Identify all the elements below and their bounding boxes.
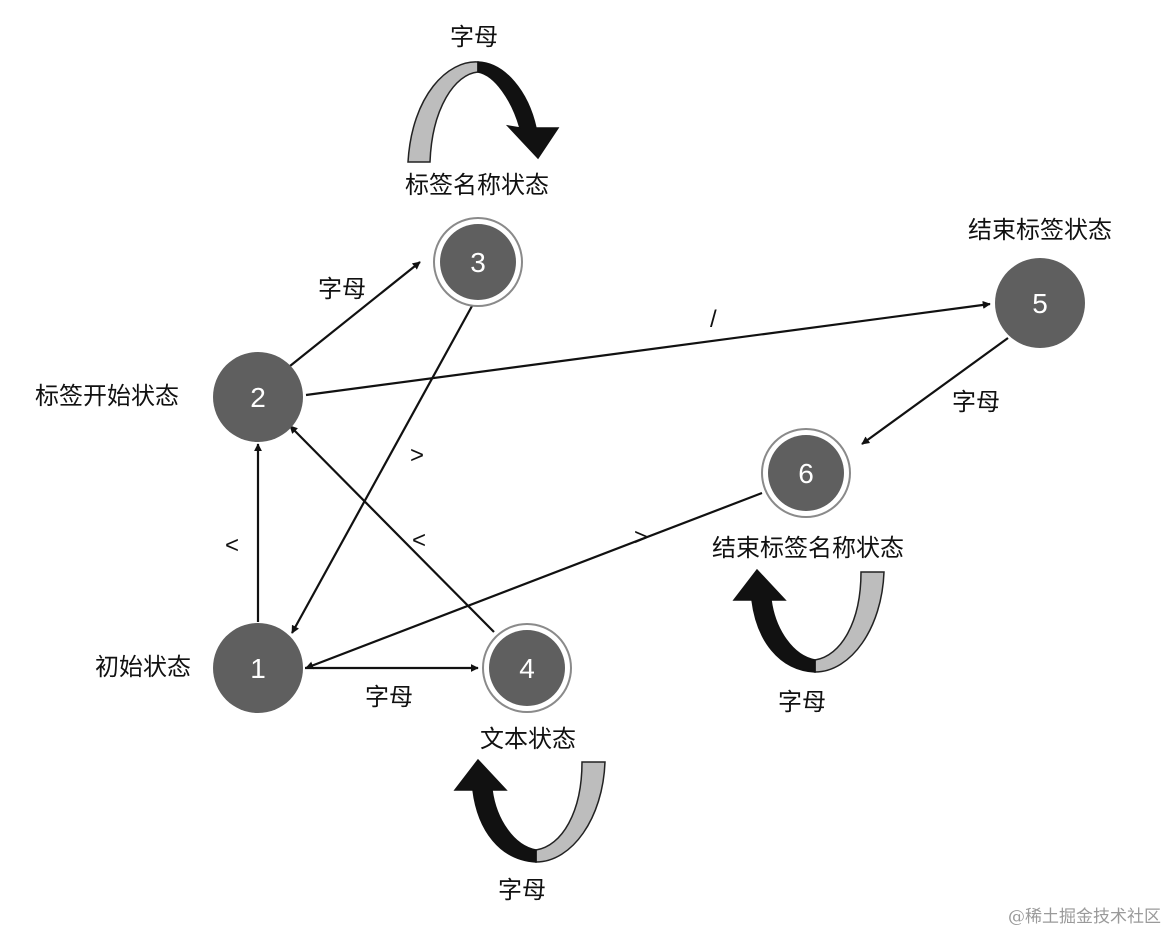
self-loop-6-label: 字母 xyxy=(778,688,826,716)
state-number-1: 1 xyxy=(250,653,266,684)
edge-label-2-3: 字母 xyxy=(318,275,366,303)
state-label-1: 初始状态 xyxy=(95,653,191,681)
edge-label-2-5: / xyxy=(710,306,717,333)
edge-label-1-4: 字母 xyxy=(365,683,413,711)
self-loop-4-label: 字母 xyxy=(498,876,546,904)
state-node-3: 3 xyxy=(433,217,523,307)
edges xyxy=(254,261,1009,672)
self-loop-4-light-band xyxy=(535,761,606,863)
self-loop-3-label: 字母 xyxy=(450,23,498,51)
edge-labels: < 字母 字母 / > < 字母 > xyxy=(225,275,1000,711)
state-node-6: 6 xyxy=(761,428,851,518)
edge-5-to-6 xyxy=(861,337,1009,445)
state-number-2: 2 xyxy=(250,382,266,413)
state-number-4: 4 xyxy=(519,653,535,684)
edge-label-1-2: < xyxy=(225,532,239,559)
edge-label-3-1: > xyxy=(410,442,424,469)
edge-label-5-6: 字母 xyxy=(952,388,1000,416)
state-circle-5 xyxy=(995,258,1085,348)
state-label-3: 标签名称状态 xyxy=(405,171,549,199)
edge-label-6-1: > xyxy=(634,524,648,551)
state-node-4: 4 xyxy=(482,623,572,713)
state-circle-3 xyxy=(440,224,516,300)
state-label-4: 文本状态 xyxy=(480,725,576,753)
state-label-6: 结束标签名称状态 xyxy=(712,534,904,562)
state-number-6: 6 xyxy=(798,458,814,489)
edge-4-to-2 xyxy=(289,425,495,633)
self-loop-4-arrow xyxy=(453,758,537,863)
state-circle-6 xyxy=(768,435,844,511)
self-loop-3-arrow xyxy=(477,61,560,160)
self-loop-3: 字母 xyxy=(407,23,560,163)
self-loop-6-light-band xyxy=(814,571,885,673)
state-label-5: 结束标签状态 xyxy=(968,216,1112,244)
self-loop-6-arrow xyxy=(732,568,816,673)
state-number-5: 5 xyxy=(1032,288,1048,319)
edge-3-to-1 xyxy=(291,305,473,634)
self-loop-6: 字母 xyxy=(732,568,885,716)
edge-2-to-5 xyxy=(305,300,991,397)
edge-label-4-2: < xyxy=(412,527,426,554)
state-number-3: 3 xyxy=(470,247,486,278)
state-circle-4 xyxy=(489,630,565,706)
edge-2-to-3 xyxy=(289,261,421,367)
state-circle-2 xyxy=(213,352,303,442)
self-loop-3-light-band xyxy=(407,61,479,163)
state-labels: 初始状态 标签开始状态 标签名称状态 文本状态 结束标签状态 结束标签名称状态 xyxy=(35,171,1112,753)
state-label-2: 标签开始状态 xyxy=(35,382,179,410)
state-node-1: 1 xyxy=(213,623,303,713)
watermark: @稀土掘金技术社区 xyxy=(1008,907,1161,927)
self-loop-4: 字母 xyxy=(453,758,606,904)
state-node-2: 2 xyxy=(213,352,303,442)
state-node-5: 5 xyxy=(995,258,1085,348)
edge-6-to-1 xyxy=(305,491,763,670)
state-circle-1 xyxy=(213,623,303,713)
